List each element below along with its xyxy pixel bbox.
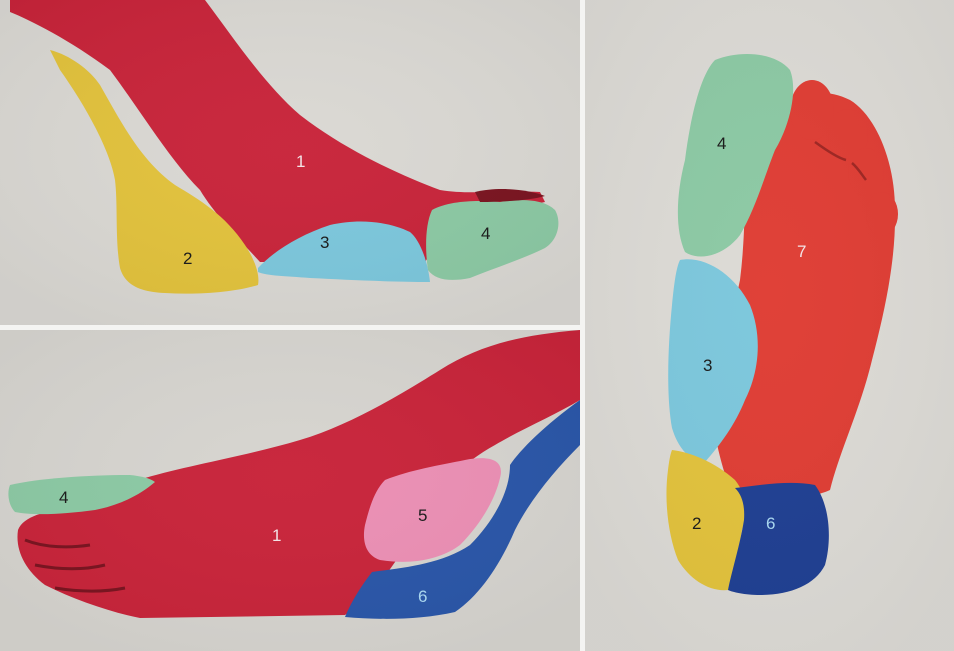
- zone-label-6: 6: [418, 587, 427, 606]
- zone-label-1: 1: [272, 526, 281, 545]
- zone-label-2: 2: [692, 514, 701, 533]
- zone-label-7: 7: [797, 242, 806, 261]
- zone-label-4: 4: [59, 488, 68, 507]
- zone-label-2: 2: [183, 249, 192, 268]
- zone-label-3: 3: [320, 233, 329, 252]
- zone-label-5: 5: [418, 506, 427, 525]
- zone-label-1: 1: [296, 152, 305, 171]
- panel-top-left-medial-view: 1 2 3 4: [0, 0, 580, 325]
- panel-right-plantar-view: 4 7 3 2 6: [585, 0, 954, 651]
- panel-shade: [0, 330, 580, 651]
- zone-label-6: 6: [766, 514, 775, 533]
- vertical-divider: [580, 0, 585, 651]
- panel-shade: [585, 0, 954, 651]
- zone-label-4: 4: [481, 224, 490, 243]
- horizontal-divider: [0, 325, 580, 330]
- zone-label-4: 4: [717, 134, 726, 153]
- zone-label-3: 3: [703, 356, 712, 375]
- panel-shade: [0, 0, 580, 325]
- panel-bottom-left-lateral-view: 1 4 5 6: [0, 330, 580, 651]
